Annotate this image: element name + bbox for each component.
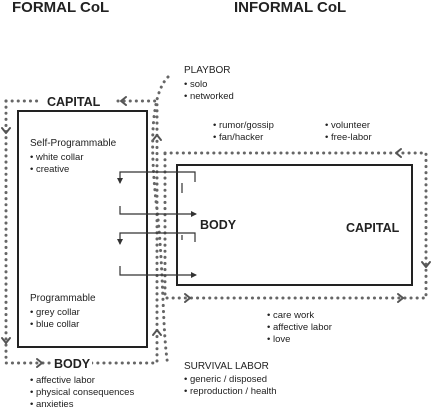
list-item: free-labor <box>325 132 372 144</box>
list-item: white collar <box>30 152 84 164</box>
list-item: solo <box>184 79 234 91</box>
informal-loop-chevrons <box>184 148 431 303</box>
formal-body-list: affective labor physical consequences an… <box>30 375 134 411</box>
middle-top-left-list: rumor/gossip fan/hacker <box>213 120 274 144</box>
list-item: affective labor <box>267 322 332 334</box>
list-item: blue collar <box>30 319 80 331</box>
survival-title: SURVIVAL LABOR <box>184 361 269 372</box>
formal-header: FORMAL CoL <box>12 0 110 16</box>
connector-arrow-3 <box>117 232 196 245</box>
list-item: anxieties <box>30 399 134 411</box>
connector-arrow-4 <box>119 266 197 278</box>
list-item: affective labor <box>30 375 134 387</box>
list-item: fan/hacker <box>213 132 274 144</box>
formal-dotted-loop <box>4 99 159 365</box>
playbor-list: solo networked <box>184 79 234 103</box>
list-item: physical consequences <box>30 387 134 399</box>
programmable-title: Programmable <box>30 293 96 304</box>
formal-body-label: BODY <box>52 357 93 371</box>
crossover-curve <box>151 75 170 368</box>
informal-body-label: BODY <box>200 218 237 232</box>
list-item: rumor/gossip <box>213 120 274 132</box>
formal-capital-label: CAPITAL <box>45 95 103 109</box>
playbor-title: PLAYBOR <box>184 65 231 76</box>
self-programmable-list: white collar creative <box>30 152 84 176</box>
survival-list: generic / disposed reproduction / health <box>184 374 277 398</box>
list-item: volunteer <box>325 120 372 132</box>
formal-box <box>17 110 148 348</box>
list-item: networked <box>184 91 234 103</box>
connector-arrow-1 <box>117 171 196 184</box>
formal-loop-chevrons <box>1 96 162 368</box>
self-programmable-title: Self-Programmable <box>30 138 117 149</box>
list-item: care work <box>267 310 332 322</box>
list-item: love <box>267 334 332 346</box>
informal-capital-label: CAPITAL <box>346 221 400 235</box>
connector-arrows <box>117 171 197 278</box>
informal-box <box>176 164 413 286</box>
informal-header: INFORMAL CoL <box>234 0 347 16</box>
connector-arrow-2 <box>119 206 197 217</box>
middle-top-right-list: volunteer free-labor <box>325 120 372 144</box>
list-item: creative <box>30 164 84 176</box>
list-item: generic / disposed <box>184 374 277 386</box>
programmable-list: grey collar blue collar <box>30 307 80 331</box>
list-item: reproduction / health <box>184 386 277 398</box>
care-list: care work affective labor love <box>267 310 332 346</box>
list-item: grey collar <box>30 307 80 319</box>
